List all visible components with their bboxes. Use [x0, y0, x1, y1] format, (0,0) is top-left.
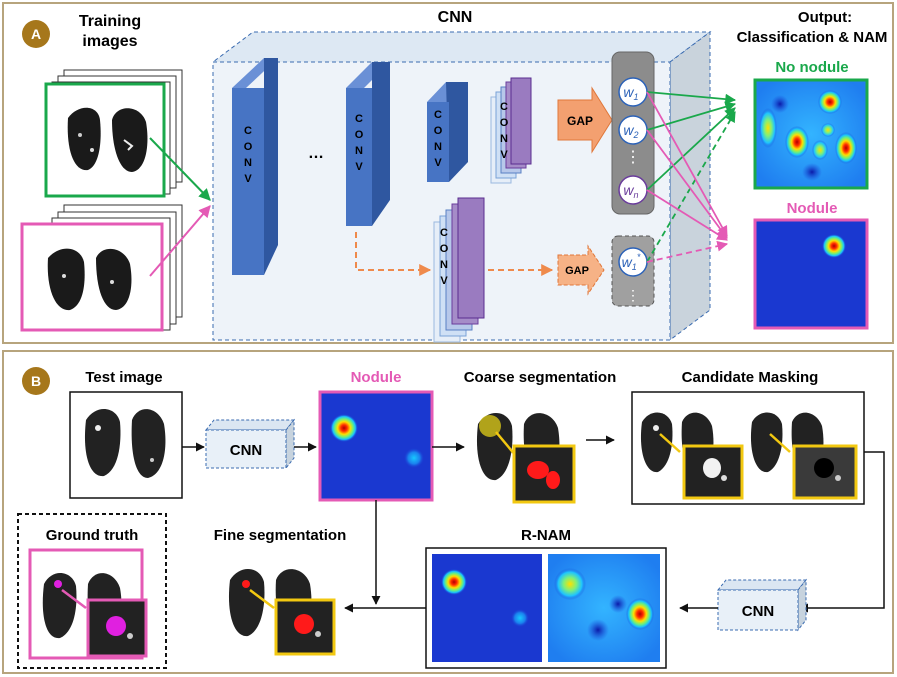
svg-text:GAP: GAP — [565, 265, 589, 277]
test-image-label: Test image — [85, 369, 162, 386]
svg-text:w1: w1 — [623, 84, 638, 102]
svg-text:GAP: GAP — [567, 114, 593, 128]
svg-text:O: O — [500, 117, 509, 129]
weight-wn: wn — [618, 175, 648, 205]
training-label-line1: Training — [79, 13, 141, 30]
cnn-box-b2: CNN — [716, 578, 808, 632]
nodule-label-b: Nodule — [351, 369, 402, 386]
svg-text:V: V — [244, 173, 252, 185]
cnn-box-b1: CNN — [204, 418, 296, 470]
weight-w1: w1 — [618, 77, 648, 107]
candidate-masking — [631, 391, 865, 505]
heatmap-nodule — [753, 218, 869, 330]
svg-text:CNN: CNN — [742, 603, 775, 620]
conv-block-2 — [346, 62, 390, 226]
svg-text:V: V — [355, 161, 363, 173]
panel-b-frame — [2, 350, 894, 674]
panel-b-badge-text: B — [31, 373, 41, 389]
conv-block-1 — [232, 58, 278, 275]
rnam-panel — [425, 547, 667, 669]
conv-block-2-label: C O N V — [355, 113, 364, 173]
svg-text:O: O — [434, 125, 443, 137]
svg-text:N: N — [244, 157, 252, 169]
feature-stack-bottom — [433, 197, 485, 343]
svg-text:V: V — [434, 157, 442, 169]
coarse-seg-image — [476, 412, 576, 504]
coarse-label: Coarse segmentation — [464, 369, 617, 386]
svg-text:C: C — [440, 227, 448, 239]
svg-text:V: V — [500, 149, 508, 161]
training-image-normal — [44, 69, 183, 198]
panel-a-badge — [22, 20, 50, 48]
svg-text:V: V — [440, 275, 448, 287]
candidate-label: Candidate Masking — [682, 369, 819, 386]
gap-arrow-bottom: GAP — [557, 244, 605, 296]
svg-text:C: C — [500, 101, 508, 113]
svg-text:CNN: CNN — [230, 442, 263, 459]
ellipsis-a: … — [308, 145, 324, 162]
ground-truth-box: Ground truth — [17, 513, 167, 669]
nodule-label-a: Nodule — [787, 200, 838, 217]
svg-text:O: O — [440, 243, 449, 255]
feature-stack-top-label: C O N V — [500, 101, 509, 161]
svg-text:C: C — [244, 125, 252, 137]
feature-stack-top — [490, 77, 532, 184]
fine-seg-image — [228, 568, 336, 656]
svg-text:N: N — [355, 145, 363, 157]
svg-text:C: C — [434, 109, 442, 121]
weights-star-vdots: ⋮ — [626, 287, 640, 303]
output-label-line2: Classification & NAM — [737, 29, 888, 46]
conv-block-3-label: C O N V — [434, 109, 443, 169]
training-label-line2: images — [82, 33, 137, 50]
svg-text:O: O — [355, 129, 364, 141]
fine-label: Fine segmentation — [214, 527, 347, 544]
svg-text:O: O — [244, 141, 253, 153]
weight-to-output-lines — [646, 91, 737, 263]
svg-text:N: N — [434, 141, 442, 153]
weights-vdots: ⋮ — [625, 149, 641, 166]
no-nodule-label: No nodule — [775, 59, 848, 76]
svg-text:C: C — [355, 113, 363, 125]
svg-text:w2: w2 — [623, 122, 638, 140]
cnn-title: CNN — [438, 9, 473, 26]
svg-text:w1*: w1* — [622, 252, 641, 272]
weight-w1-star: w1* — [618, 247, 648, 277]
panel-a-badge-text: A — [31, 26, 41, 42]
weight-w2: w2 — [618, 115, 648, 145]
conv-block-3 — [427, 82, 468, 182]
rnam-label: R-NAM — [521, 527, 571, 544]
svg-text:N: N — [500, 133, 508, 145]
heatmap-b-nodule — [318, 390, 434, 502]
gap-arrow-top: GAP — [557, 86, 613, 154]
conv-block-1-label: C O N V — [244, 125, 253, 185]
test-image — [69, 391, 183, 499]
svg-text:wn: wn — [623, 182, 638, 200]
svg-text:N: N — [440, 259, 448, 271]
panel-b-badge — [22, 367, 50, 395]
heatmap-no-nodule — [753, 78, 869, 190]
output-label-line1: Output: — [798, 9, 852, 26]
panel-a-frame — [2, 2, 894, 344]
svg-text:Ground truth: Ground truth — [46, 527, 138, 544]
feature-stack-bottom-label: C O N V — [440, 227, 449, 287]
